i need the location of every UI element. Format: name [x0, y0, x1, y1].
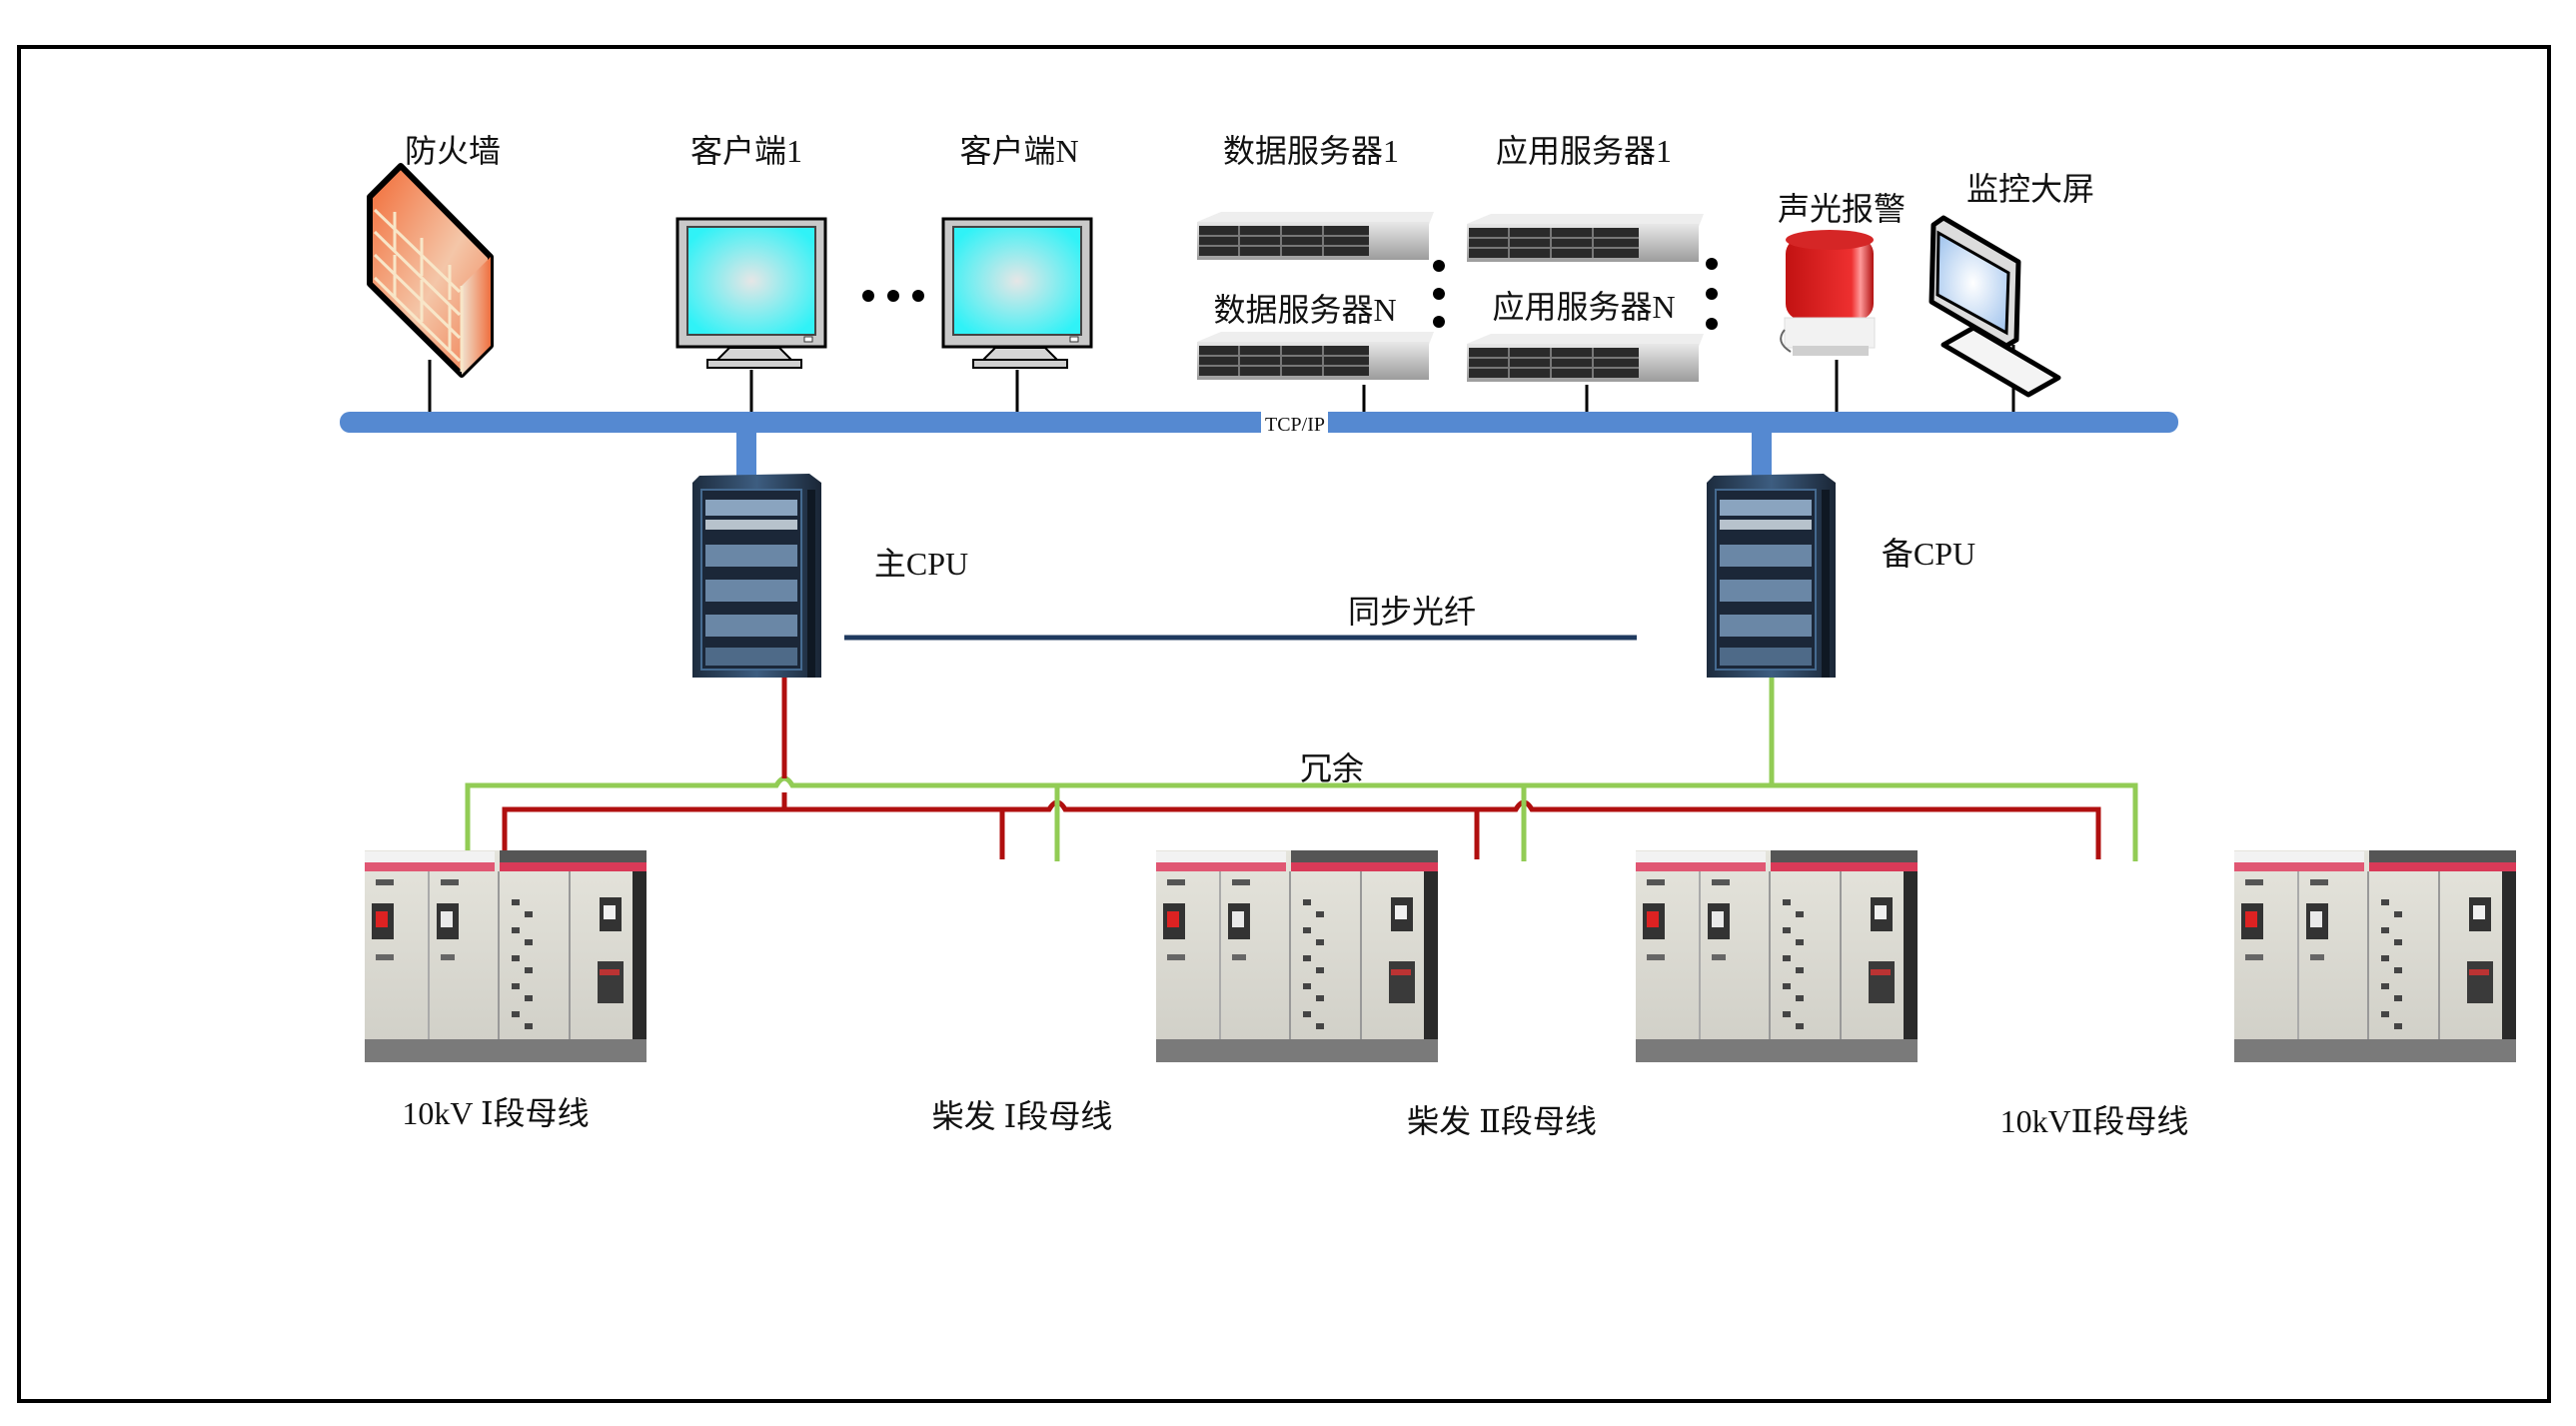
app-server-1-label: 应用服务器1	[1496, 133, 1672, 169]
diagram-frame	[17, 45, 2551, 1403]
client-n-monitor-icon	[941, 217, 1093, 369]
app-server-n-icon	[1466, 333, 1705, 383]
main-link-network	[502, 678, 2101, 859]
data-server-n-icon	[1196, 331, 1435, 381]
monitor-wall-icon	[1929, 215, 2061, 398]
standby-drop-lines	[1054, 799, 1527, 861]
clients-ellipsis-icon	[862, 290, 924, 302]
app-servers-ellipsis-icon	[1706, 258, 1718, 330]
switchgear-4-icon	[2233, 849, 2517, 1063]
data-server-n-label: 数据服务器N	[1213, 292, 1396, 328]
sync-fiber-label: 同步光纤	[1348, 594, 1476, 630]
switchgear-2-icon	[1155, 849, 1439, 1063]
client-1-monitor-icon	[675, 217, 827, 369]
switchgear-1-label: 10kV Ⅰ段母线	[402, 1095, 589, 1131]
main-cpu-cabinet-icon	[692, 474, 821, 678]
redundancy-label: 冗余	[1300, 750, 1364, 786]
alarm-label: 声光报警	[1778, 191, 1906, 227]
main-cpu-uplink	[736, 433, 756, 479]
data-server-1-icon	[1197, 212, 1434, 260]
client-1-label: 客户端1	[690, 133, 802, 169]
tcpip-label: TCP/IP	[1265, 414, 1325, 436]
firewall-icon	[367, 163, 494, 378]
switchgear-4-label: 10kVⅡ段母线	[2000, 1103, 2189, 1139]
switchgear-1-icon	[365, 850, 646, 1062]
alarm-beacon-icon	[1780, 230, 1876, 356]
monitor-wall-label: 监控大屏	[1966, 171, 2094, 207]
standby-cpu-uplink	[1752, 433, 1772, 479]
device-drop-lines	[428, 345, 2015, 413]
tcpip-bus	[340, 412, 2178, 433]
firewall-label: 防火墙	[405, 133, 501, 169]
data-server-1-label: 数据服务器1	[1223, 133, 1399, 169]
switchgear-3-icon	[1635, 849, 1919, 1063]
main-cpu-label: 主CPU	[874, 546, 968, 582]
client-n-label: 客户端N	[959, 133, 1078, 169]
data-servers-ellipsis-icon	[1433, 260, 1445, 328]
app-server-1-icon	[1466, 213, 1705, 263]
standby-cpu-cabinet-icon	[1706, 473, 1837, 679]
app-server-n-label: 应用服务器N	[1492, 289, 1675, 325]
switchgear-2-label: 柴发 Ⅰ段母线	[932, 1098, 1113, 1134]
standby-cpu-label: 备CPU	[1882, 536, 1975, 572]
switchgear-3-label: 柴发 Ⅱ段母线	[1407, 1103, 1597, 1139]
